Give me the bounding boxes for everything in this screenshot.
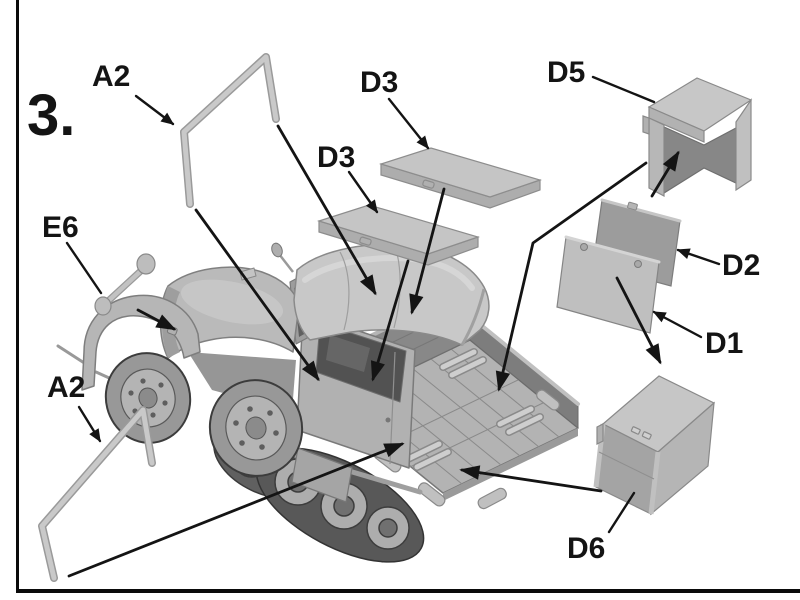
leader-e6	[65, 241, 103, 295]
assembly-arrows	[67, 124, 680, 578]
label-a2-top: A2	[92, 60, 131, 93]
mirror-head	[271, 242, 283, 258]
part-d3-upper-plank	[378, 147, 542, 209]
mirror-arm	[278, 253, 294, 273]
step-number: 3.	[27, 83, 76, 148]
label-d3-lower: D3	[317, 141, 356, 174]
middle-wheel	[208, 379, 304, 477]
d5-left-leg	[648, 117, 665, 197]
stake-pockets	[373, 389, 560, 510]
canvas-roof	[293, 243, 490, 346]
arrow-d2-into-d5	[650, 150, 680, 198]
frame-bottom-border	[16, 589, 800, 593]
label-d5: D5	[547, 56, 586, 89]
arrow-d5-to-bed	[495, 161, 648, 392]
arrow-a2top-right-leg	[276, 124, 377, 296]
label-d1: D1	[705, 327, 744, 360]
roof-rear-edge	[460, 288, 486, 346]
front-wheel	[104, 352, 192, 444]
d5-right-wall	[735, 98, 752, 192]
leader-d1	[652, 310, 703, 339]
label-e6: E6	[42, 211, 79, 244]
arrow-d3lower-to-bed	[370, 259, 410, 382]
part-d3-lower-plank	[316, 204, 480, 266]
arrow-a2top-left-leg	[194, 208, 320, 382]
d6-left-tab	[596, 423, 604, 445]
arrow-d1-to-d6	[615, 276, 662, 365]
label-d3-upper: D3	[360, 66, 399, 99]
leader-d5	[591, 75, 656, 104]
part-a2-top-rod	[180, 53, 280, 208]
frame-left-border	[16, 0, 19, 593]
label-a2-bottom: A2	[47, 371, 86, 404]
hood-highlight	[180, 279, 284, 325]
part-e6-light-bar	[94, 253, 156, 316]
arrow-d6-to-bed	[459, 465, 603, 493]
leader-lines	[65, 75, 721, 534]
leader-a2-top	[134, 94, 175, 126]
d5-left-tab	[642, 115, 650, 135]
bed-right-wall-rail	[468, 314, 580, 406]
leader-d3-lower	[347, 170, 379, 214]
d5-lintel	[648, 106, 705, 143]
part-a2-bottom-rod	[38, 406, 156, 582]
leader-d3-upper	[387, 97, 430, 150]
part-d6-box	[593, 375, 716, 516]
label-d2: D2	[722, 249, 761, 282]
label-d6: D6	[567, 532, 606, 565]
part-d5-cover	[642, 77, 753, 197]
roof-seam	[339, 251, 350, 331]
arrow-e6-to-hood	[136, 308, 177, 331]
leader-d2	[676, 248, 721, 266]
door-handle	[385, 417, 391, 423]
arrow-a2bottom-to-bed	[67, 442, 405, 578]
bed-rear-edge	[443, 428, 578, 501]
leader-d6	[607, 491, 636, 534]
window-reflection	[326, 335, 370, 372]
leader-a2-bottom	[77, 405, 102, 443]
arrow-d3upper-to-bed	[409, 187, 446, 315]
